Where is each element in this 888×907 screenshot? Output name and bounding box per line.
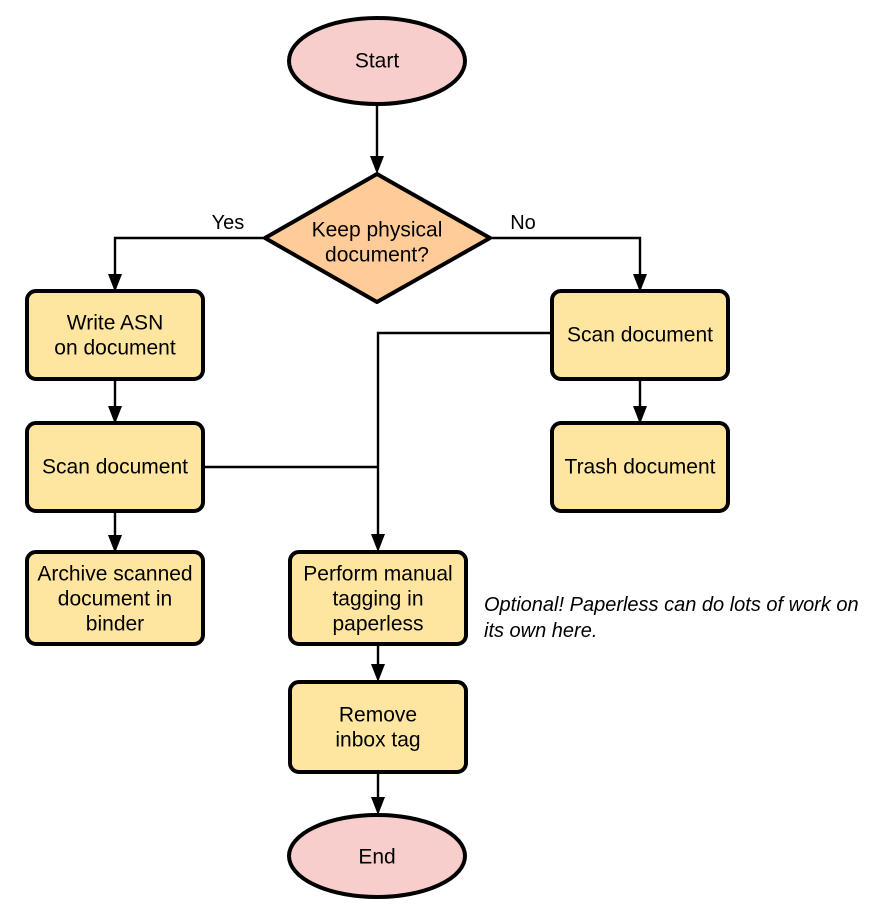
edge-start-to-decision <box>370 104 384 174</box>
tagging-label-line1: Perform manual <box>303 563 452 586</box>
node-scan-document-right[interactable]: Scan document <box>550 289 730 381</box>
node-decision-keep-physical-document[interactable]: Keep physical document? <box>263 172 492 304</box>
remove-inbox-label-line2: inbox tag <box>335 729 420 752</box>
arrowhead-scan-left-top <box>108 406 122 424</box>
edge-line-yes <box>113 236 265 280</box>
edge-scan-right-to-trash <box>633 379 647 424</box>
edge-decision-yes-to-write-asn: Yes <box>108 212 265 292</box>
archive-label-line2: document in <box>58 588 172 611</box>
decision-label-line2: document? <box>325 244 429 267</box>
edge-scan-right-to-tagging <box>371 331 552 552</box>
arrowhead-end-top <box>371 797 385 815</box>
arrowhead-scan-right-top <box>633 274 647 292</box>
node-write-asn-on-document[interactable]: Write ASN on document <box>25 289 205 381</box>
arrowhead-write-asn-top <box>108 274 122 292</box>
edge-line-no <box>490 236 642 280</box>
edge-tagging-to-remove-inbox <box>371 645 385 682</box>
trash-document-box[interactable] <box>550 421 730 513</box>
node-trash-document[interactable]: Trash document <box>550 421 730 513</box>
edge-label-yes: Yes <box>212 212 245 234</box>
arrowhead-remove-inbox-top <box>371 664 385 682</box>
annotation-line1: Optional! Paperless can do lots of work … <box>484 594 859 616</box>
node-end[interactable]: End <box>287 813 467 899</box>
archive-box[interactable] <box>25 550 205 646</box>
arrowhead-tagging-top <box>371 534 385 552</box>
trash-document-label: Trash document <box>565 456 716 479</box>
edge-line-scanright-tagging <box>376 331 552 540</box>
remove-inbox-tag-box[interactable] <box>288 680 468 774</box>
node-perform-manual-tagging[interactable]: Perform manual tagging in paperless <box>288 550 468 646</box>
archive-label-line3: binder <box>86 613 144 636</box>
tagging-label-line3: paperless <box>332 613 423 636</box>
start-ellipse[interactable] <box>287 16 467 106</box>
write-asn-label-line1: Write ASN <box>67 312 163 335</box>
start-label: Start <box>355 50 400 73</box>
write-asn-label-line2: on document <box>54 337 176 360</box>
tagging-box[interactable] <box>288 550 468 646</box>
edge-remove-inbox-to-end <box>371 772 385 815</box>
annotation-optional-note: Optional! Paperless can do lots of work … <box>484 594 859 642</box>
write-asn-box[interactable] <box>25 289 205 381</box>
end-ellipse[interactable] <box>287 813 467 899</box>
end-label: End <box>358 846 395 869</box>
archive-label-line1: Archive scanned <box>37 563 192 586</box>
tagging-label-line2: tagging in <box>332 588 423 611</box>
node-scan-document-left[interactable]: Scan document <box>25 421 205 513</box>
scan-document-left-label: Scan document <box>42 456 188 479</box>
decision-label-line1: Keep physical <box>312 219 443 242</box>
scan-document-left-box[interactable] <box>25 421 205 513</box>
annotation-line2: its own here. <box>484 620 597 642</box>
scan-document-right-box[interactable] <box>550 289 730 381</box>
edge-scan-left-to-archive <box>108 508 122 553</box>
arrowhead-archive-top <box>108 535 122 553</box>
arrowhead-trash-top <box>633 406 647 424</box>
node-archive-scanned-document[interactable]: Archive scanned document in binder <box>25 550 205 646</box>
scan-document-right-label: Scan document <box>567 324 713 347</box>
arrowhead-decision-top <box>370 156 384 174</box>
edge-label-no: No <box>510 212 536 234</box>
node-start[interactable]: Start <box>287 16 467 106</box>
decision-diamond[interactable] <box>263 172 492 304</box>
edge-decision-no-to-scan-right: No <box>490 212 647 292</box>
node-remove-inbox-tag[interactable]: Remove inbox tag <box>288 680 468 774</box>
remove-inbox-label-line1: Remove <box>339 704 417 727</box>
edge-write-asn-to-scan-left <box>108 379 122 424</box>
